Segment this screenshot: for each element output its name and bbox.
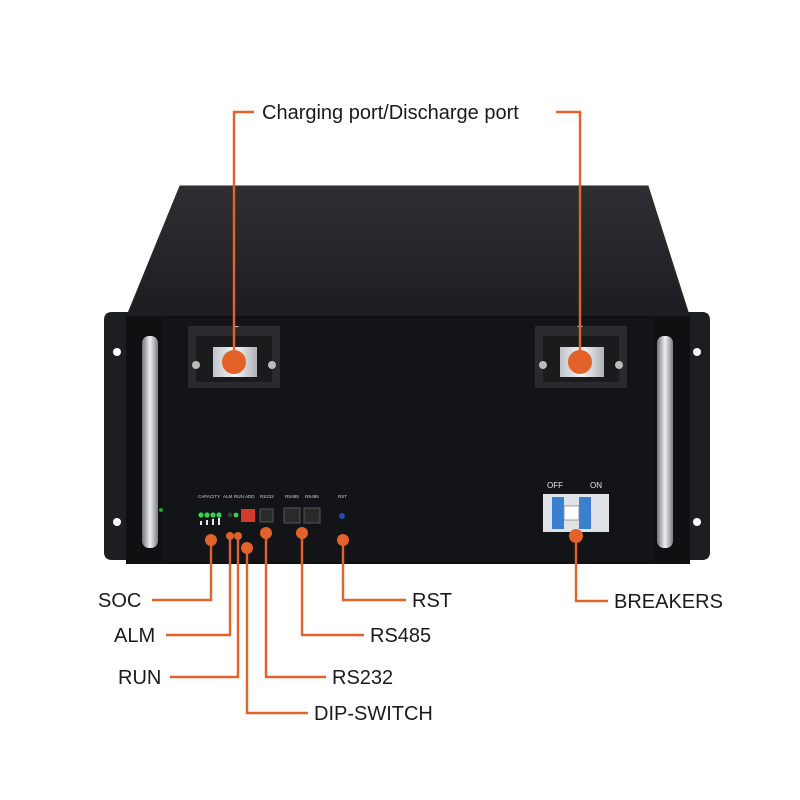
breaker-off-label: OFF [547, 481, 563, 490]
rs485-port-a[interactable] [283, 507, 301, 524]
panel-label-rs232: RS232 [260, 494, 274, 499]
panel-label-rs485b: RS485 [305, 494, 319, 499]
label-dip-switch: DIP-SWITCH [314, 703, 433, 725]
left-handle [142, 336, 158, 548]
soc-leds [198, 512, 222, 525]
panel-label-capacity: CAPACITY [198, 494, 220, 499]
label-rs485: RS485 [370, 625, 431, 647]
rs485-port-b[interactable] [303, 507, 321, 524]
right-mounting-bracket [686, 312, 710, 560]
panel-label-add: ADD [245, 494, 255, 499]
callout-dots [205, 350, 592, 554]
breaker-switch[interactable] [543, 494, 609, 532]
label-soc: SOC [98, 590, 141, 612]
callout-lines [152, 110, 608, 715]
dip-switch[interactable] [241, 509, 255, 522]
label-alm: ALM [114, 625, 155, 647]
left-mounting-bracket [104, 312, 132, 560]
run-led [233, 512, 239, 518]
label-ports: Charging port/Discharge port [262, 102, 519, 124]
panel-label-alm: ALM [223, 494, 233, 499]
status-light [159, 508, 163, 512]
right-handle [657, 336, 673, 548]
negative-symbol: − [233, 322, 239, 333]
bracket-hole [693, 518, 701, 526]
breaker-on-label: ON [590, 481, 602, 490]
panel-label-run: RUN [234, 494, 244, 499]
panel-label-rst: RST [338, 494, 347, 499]
alm-led [227, 512, 233, 518]
battery-top-surface [125, 185, 691, 319]
label-run: RUN [118, 667, 161, 689]
label-breakers: BREAKERS [614, 591, 723, 613]
panel-label-rs485a: RS485 [285, 494, 299, 499]
label-rst: RST [412, 590, 452, 612]
bracket-hole [693, 348, 701, 356]
bracket-hole [113, 348, 121, 356]
rst-button[interactable] [339, 513, 345, 519]
rs232-port[interactable] [259, 508, 274, 523]
bracket-hole [113, 518, 121, 526]
label-rs232: RS232 [332, 667, 393, 689]
